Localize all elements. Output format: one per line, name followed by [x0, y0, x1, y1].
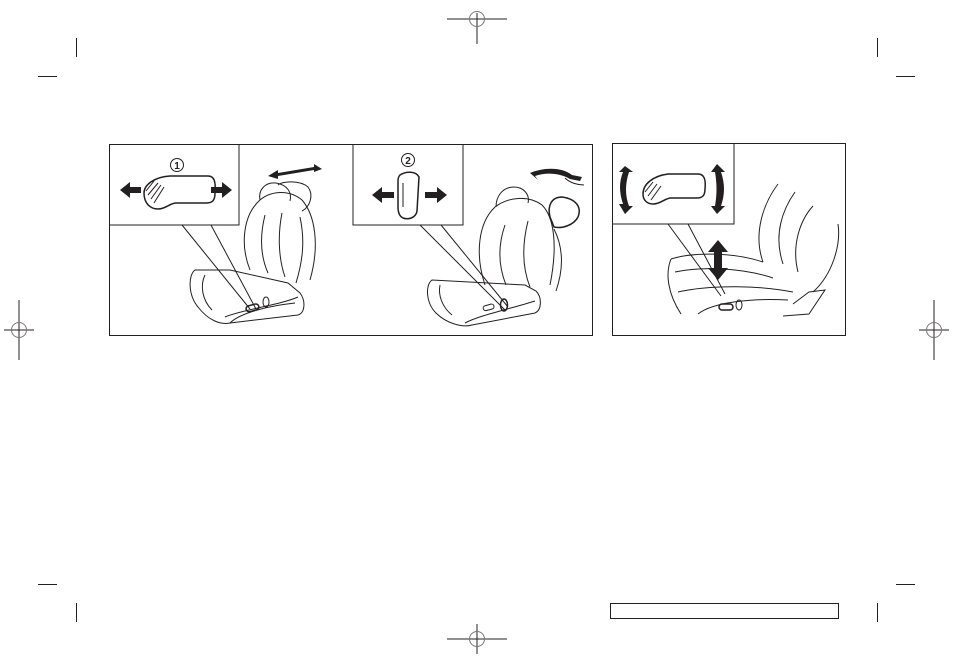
seat-adjust-illustration: 1 2 — [110, 145, 585, 327]
crop-mark-top-left-horizontal — [38, 76, 57, 77]
figure-panel-slide-recline: 1 2 — [109, 144, 593, 336]
page-number-box — [610, 603, 839, 619]
slide-lever-knob — [143, 175, 216, 210]
inset-1-border — [110, 145, 240, 226]
slide-direction-arrow-icon — [268, 164, 322, 179]
crop-mark-top-left-vertical — [76, 38, 77, 57]
registration-mark-left — [4, 300, 34, 360]
arrow-right-icon — [211, 182, 232, 198]
registration-mark-right — [919, 300, 949, 360]
seat-lifter-illustration — [613, 144, 840, 317]
crop-mark-bottom-left-horizontal — [38, 584, 57, 585]
registration-mark-bottom — [447, 624, 507, 654]
recline-switch-knob — [397, 171, 420, 220]
svg-text:2: 2 — [405, 156, 411, 167]
figure-panel-lifter — [612, 143, 846, 336]
rotate-arrow-right-icon — [711, 164, 725, 214]
crop-mark-bottom-right-vertical — [877, 603, 878, 622]
recline-direction-arrow-icon — [530, 168, 582, 181]
lifter-knob — [642, 173, 706, 205]
registration-mark-top — [447, 11, 507, 44]
arrow-left-icon — [372, 187, 394, 203]
callout-2: 2 — [401, 153, 415, 167]
arrow-right-icon — [425, 187, 447, 203]
crop-mark-top-right-horizontal — [896, 76, 915, 77]
crop-mark-top-right-vertical — [877, 38, 878, 57]
lifter-direction-arrow-icon — [708, 240, 728, 280]
arrow-left-icon — [120, 182, 141, 198]
crop-mark-bottom-right-horizontal — [896, 584, 915, 585]
callout-1: 1 — [170, 158, 184, 172]
rotate-arrow-left-icon — [619, 166, 633, 214]
svg-text:1: 1 — [174, 161, 180, 172]
crop-mark-bottom-left-vertical — [76, 603, 77, 622]
